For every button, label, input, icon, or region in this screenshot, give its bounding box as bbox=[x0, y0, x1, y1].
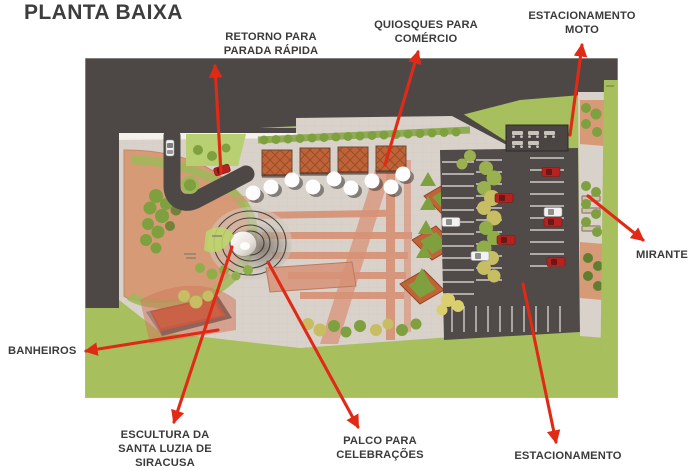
car-white bbox=[441, 217, 461, 227]
car-red bbox=[543, 217, 563, 227]
car-red bbox=[494, 193, 514, 203]
motorcycle-parking bbox=[505, 124, 569, 152]
kiosk bbox=[261, 149, 293, 178]
hedge-strip-top bbox=[257, 126, 471, 145]
umbrella-seating bbox=[245, 166, 414, 203]
parking-lot bbox=[436, 124, 580, 340]
hedge-zigzag-west bbox=[414, 172, 436, 282]
car-red bbox=[546, 257, 566, 267]
callout-palco-para-celebracoes: PALCO PARA CELEBRAÇÕES bbox=[336, 435, 424, 461]
car-white bbox=[165, 139, 175, 157]
parked-cars bbox=[441, 167, 566, 267]
callout-estacionamento-moto: ESTACIONAMENTO MOTO bbox=[528, 10, 636, 36]
callout-escultura-santa-luzia: ESCULTURA DA SANTA LUZIA DE SIRACUSA bbox=[118, 429, 212, 469]
kiosk bbox=[337, 146, 369, 175]
page-title: PLANTA BAIXA bbox=[24, 1, 183, 24]
callout-quiosques-para-comercio: QUIOSQUES PARA COMÉRCIO bbox=[374, 19, 478, 45]
callout-mirante: MIRANTE bbox=[636, 249, 689, 261]
kiosk-row bbox=[261, 145, 407, 178]
car-red bbox=[496, 235, 516, 245]
car-white bbox=[470, 251, 490, 261]
callout-retorno-parada-rapida: RETORNO PARA PARADA RÁPIDA bbox=[223, 31, 319, 57]
kiosk bbox=[299, 147, 331, 176]
bush-cluster-parking bbox=[436, 293, 464, 316]
car-white bbox=[543, 207, 563, 217]
plan-canvas bbox=[85, 58, 618, 398]
callout-estacionamento: ESTACIONAMENTO bbox=[514, 450, 622, 462]
car-red bbox=[541, 167, 561, 177]
callout-banheiros: BANHEIROS bbox=[8, 345, 77, 357]
